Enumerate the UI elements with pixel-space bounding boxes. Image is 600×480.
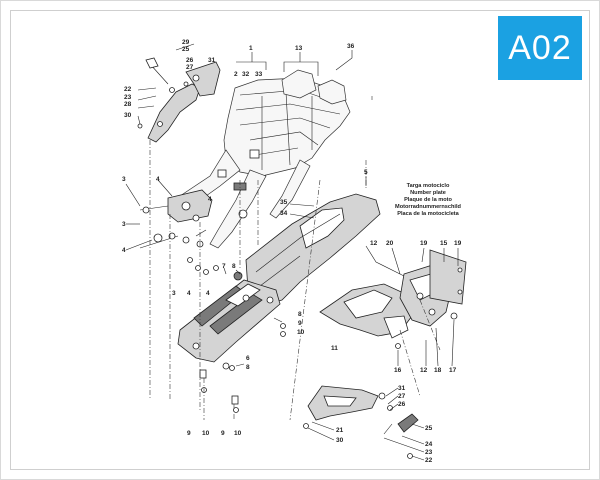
callout-22-top: 22 <box>124 86 132 93</box>
plate-label-line-5: Placa de la motocicleta <box>397 211 459 217</box>
callout-10-c: 10 <box>234 430 242 437</box>
callout-4-b: 4 <box>208 196 212 203</box>
callout-6: 6 <box>246 355 250 362</box>
callout-23-top: 23 <box>124 94 132 101</box>
callout-9-c: 9 <box>221 430 225 437</box>
callout-13: 13 <box>295 45 303 52</box>
callout-30-top: 30 <box>124 112 132 119</box>
callout-12-b: 12 <box>420 367 428 374</box>
callout-28: 28 <box>124 101 132 108</box>
number-plate-holder <box>319 249 467 349</box>
callout-17: 17 <box>449 367 457 374</box>
callout-25-top: 25 <box>182 46 190 53</box>
callout-26-bottom: 26 <box>398 401 406 408</box>
callout-27-bottom: 27 <box>398 393 406 400</box>
battery-tray <box>177 279 281 370</box>
plate-label-line-1: Targa motociclo <box>407 183 450 189</box>
callout-9-a: 9 <box>298 320 302 327</box>
callout-16: 16 <box>394 367 402 374</box>
footpeg-bracket-left <box>137 57 221 143</box>
plate-label-line-2: Number plate <box>410 190 446 196</box>
callout-5: 5 <box>364 169 368 176</box>
leader-lines <box>125 43 459 461</box>
callout-24: 24 <box>425 441 433 448</box>
callout-labels: 1 2 32 33 13 36 29 25 26 27 31 22 23 28 … <box>122 39 462 464</box>
callout-32: 32 <box>242 71 250 78</box>
plate-label-line-3: Plaque de la moto <box>404 197 452 203</box>
callout-18: 18 <box>434 367 442 374</box>
callout-20: 20 <box>386 240 394 247</box>
callout-4-e: 4 <box>206 290 210 297</box>
callout-33: 33 <box>255 71 263 78</box>
callout-1: 1 <box>249 45 253 52</box>
callout-25-bottom: 25 <box>425 425 433 432</box>
callout-26-top: 26 <box>186 57 194 64</box>
callout-8-b: 8 <box>298 311 302 318</box>
callout-21: 21 <box>336 427 344 434</box>
callout-3-b: 3 <box>122 221 126 228</box>
callout-34: 34 <box>280 210 288 217</box>
callout-22-bottom: 22 <box>425 457 433 464</box>
callout-19-a: 19 <box>420 240 428 247</box>
callout-12-a: 12 <box>370 240 378 247</box>
callout-8-a: 8 <box>232 263 236 270</box>
callout-11: 11 <box>331 345 338 352</box>
callout-30-bottom: 30 <box>336 437 344 444</box>
callout-23-bottom: 23 <box>425 449 433 456</box>
callout-15: 15 <box>440 240 448 247</box>
callout-4-d: 4 <box>187 290 191 297</box>
fasteners-lower <box>199 323 286 413</box>
callout-2: 2 <box>234 71 238 78</box>
callout-36: 36 <box>347 43 355 50</box>
callout-7: 7 <box>222 263 226 270</box>
callout-29: 29 <box>182 39 190 46</box>
inner-frame <box>10 10 590 470</box>
callout-4-c: 4 <box>122 247 126 254</box>
callout-10-a: 10 <box>297 329 305 336</box>
callout-19-b: 19 <box>454 240 462 247</box>
passenger-footpeg-bracket <box>303 385 419 459</box>
callout-31-bottom: 31 <box>398 385 406 392</box>
callout-3-c: 3 <box>172 290 176 297</box>
callout-3-a: 3 <box>122 176 126 183</box>
callout-4-a: 4 <box>156 176 160 183</box>
number-plate-label: Targa motociclo Number plate Plaque de l… <box>395 183 461 217</box>
callout-9-b: 9 <box>187 430 191 437</box>
callout-10-b: 10 <box>202 430 210 437</box>
section-badge: A02 <box>498 16 582 80</box>
plate-label-line-4: Motorradnummernschild <box>395 204 461 210</box>
callout-35: 35 <box>280 199 288 206</box>
callout-31-top: 31 <box>208 57 216 64</box>
callout-27-top: 27 <box>186 64 194 71</box>
callout-8-c: 8 <box>246 364 250 371</box>
footpeg-bracket-right <box>139 189 219 275</box>
rear-subframe <box>167 69 351 249</box>
